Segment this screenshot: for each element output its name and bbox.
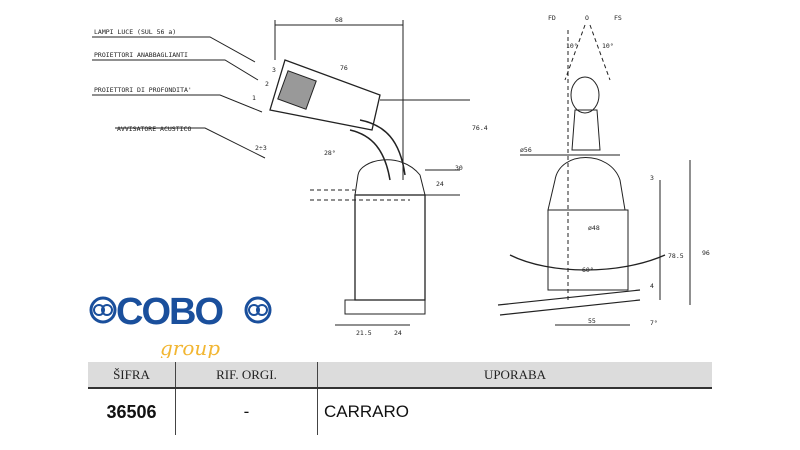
dim-3: 3	[650, 174, 654, 182]
angle-7: 7°	[650, 319, 658, 327]
mark-1: 1	[252, 94, 256, 102]
dim-78-5: 78.5	[668, 252, 684, 260]
dim-96: 96	[702, 249, 710, 257]
dim-d48: ø48	[588, 224, 600, 232]
label-fd: FD	[548, 14, 556, 22]
dim-24: 24	[436, 180, 444, 188]
angle-60: 60°	[582, 266, 594, 274]
mark-3: 3	[272, 66, 276, 74]
dim-d56: ø56	[520, 146, 532, 154]
label-fs: FS	[614, 14, 622, 22]
table-row: 36506 - CARRARO	[88, 389, 712, 435]
header-sifra: ŠIFRA	[88, 362, 176, 387]
label-avvisatore-acustico: AVVISATORE ACUSTICO	[117, 125, 191, 133]
dim-76: 76	[340, 64, 348, 72]
product-table: ŠIFRA RIF. ORGI. UPORABA 36506 - CARRARO	[88, 362, 712, 435]
dim-28deg: 28°	[324, 149, 336, 157]
dim-68: 68	[335, 16, 343, 24]
dim-30: 30	[455, 164, 463, 172]
dim-76-4: 76.4	[472, 124, 488, 132]
angle-10-left: 10°	[566, 42, 578, 50]
label-proiettori-profondita: PROIETTORI DI PROFONDITA'	[94, 86, 192, 94]
dim-21-5: 21.5	[356, 329, 372, 337]
dim-24-bottom: 24	[394, 329, 402, 337]
label-proiettori-anabbaglianti: PROIETTORI ANABBAGLIANTI	[94, 51, 188, 59]
header-uporaba: UPORABA	[483, 366, 547, 382]
dim-2-3: 2÷3	[255, 144, 267, 152]
mark-2: 2	[265, 80, 269, 88]
dim-55: 55	[588, 317, 596, 325]
table-header: ŠIFRA RIF. ORGI. UPORABA	[88, 362, 712, 389]
logo-text: COBO	[116, 291, 222, 333]
cell-sifra: 36506	[88, 389, 176, 435]
header-rif-orgi: RIF. ORGI.	[176, 362, 318, 387]
cobo-group-logo: COBO group	[89, 291, 272, 358]
logo-subtext: group	[160, 336, 220, 358]
technical-drawing	[92, 20, 691, 326]
label-o: O	[585, 14, 589, 22]
cell-uporaba: CARRARO	[324, 402, 410, 421]
cell-rif-orgi: -	[176, 389, 318, 435]
angle-10-right: 10°	[602, 42, 614, 50]
label-lampi-luce: LAMPI LUCE (SUL 56 a)	[94, 28, 176, 36]
dim-4: 4	[650, 282, 654, 290]
